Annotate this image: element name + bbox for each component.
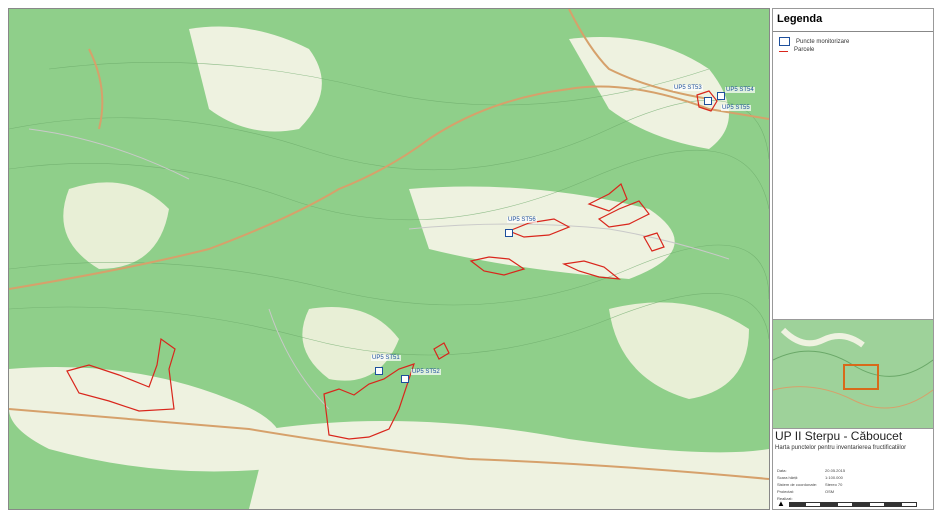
map-canvas	[9, 9, 769, 509]
scale-segment	[869, 502, 885, 507]
meta-key: Proiectat:	[777, 489, 794, 494]
parcel	[587, 183, 628, 212]
legend-label: Puncte monitorizare	[796, 39, 850, 46]
meta-value: 20.05.2015	[825, 468, 846, 473]
map-subtitle: Harta punctelor pentru inventarierea fru…	[775, 445, 907, 451]
scale-bar	[789, 502, 917, 507]
point-label: UP5 ST56	[507, 217, 537, 223]
meta-key: Data:	[777, 468, 787, 473]
meta-key: Realizat:	[777, 496, 793, 501]
open-land	[63, 182, 169, 269]
parcel	[507, 218, 571, 238]
legend-label: Parcele	[794, 47, 815, 54]
parcel	[597, 200, 650, 228]
point-label: UP5 ST51	[371, 355, 401, 361]
monitoring-point-icon[interactable]	[505, 229, 513, 237]
map-metadata: Data: 20.05.2015 Scara hărții: 1:100.000 S…	[775, 466, 853, 503]
north-arrow-icon: ▲	[777, 499, 785, 508]
map-side-panel: Legenda Puncte monitorizare Parcele UP I…	[772, 8, 934, 510]
point-label: UP5 ST54	[725, 87, 755, 93]
open-land	[302, 307, 399, 381]
open-land	[609, 302, 749, 399]
monitoring-point-icon[interactable]	[375, 367, 383, 375]
parcel	[433, 342, 450, 360]
point-label: UP5 ST52	[411, 369, 441, 375]
meta-row: Proiectat: OSM	[777, 489, 851, 494]
parcel	[323, 363, 415, 440]
map-view[interactable]: UP5 ST53 UP5 ST54 UP5 ST55 UP5 ST56 UP5 …	[8, 8, 770, 510]
meta-row: Data: 20.05.2015	[777, 468, 851, 473]
meta-value	[825, 496, 851, 501]
scale-segment	[901, 502, 917, 507]
open-land	[569, 37, 729, 149]
point-label: UP5 ST55	[721, 105, 751, 111]
minor-roads	[28, 128, 730, 410]
open-land	[189, 26, 322, 132]
parcel-line-icon	[779, 47, 788, 52]
scale-segment	[837, 502, 853, 507]
monitoring-point-icon[interactable]	[717, 92, 725, 100]
open-land	[9, 367, 283, 472]
legend-divider	[773, 31, 933, 32]
monitoring-point-icon[interactable]	[704, 97, 712, 105]
scale-segment	[821, 502, 837, 507]
map-title: UP II Sterpu - Căboucet	[775, 429, 903, 443]
meta-key: Scara hărții:	[777, 475, 799, 480]
parcel	[66, 337, 176, 412]
parcel	[643, 232, 665, 252]
parcel	[469, 256, 526, 276]
legend-item-points: Puncte monitorizare	[779, 37, 849, 46]
legend-title: Legenda	[777, 13, 823, 25]
meta-row: Realizat:	[777, 496, 851, 501]
monitoring-point-icon[interactable]	[401, 375, 409, 383]
overview-map	[773, 319, 933, 429]
meta-row: Scara hărții: 1:100.000	[777, 475, 851, 480]
scale-segment	[805, 502, 821, 507]
point-label: UP5 ST53	[673, 85, 703, 91]
monitoring-point-icon	[779, 37, 790, 46]
open-land	[249, 421, 769, 509]
scale-segment	[789, 502, 805, 507]
scale-segment	[885, 502, 901, 507]
roads	[9, 9, 769, 480]
legend-item-parcels: Parcele	[779, 47, 814, 53]
parcel	[696, 90, 718, 112]
meta-key: Sistem de coordonate:	[777, 482, 818, 487]
meta-row: Sistem de coordonate: Stereo 70	[777, 482, 851, 487]
open-land	[409, 186, 675, 279]
meta-value: Stereo 70	[825, 482, 843, 487]
parcels	[66, 90, 718, 440]
scale-segment	[853, 502, 869, 507]
parcel	[561, 260, 621, 280]
overview-extent-box	[843, 364, 879, 390]
meta-value: 1:100.000	[825, 475, 843, 480]
meta-value: OSM	[825, 489, 835, 494]
